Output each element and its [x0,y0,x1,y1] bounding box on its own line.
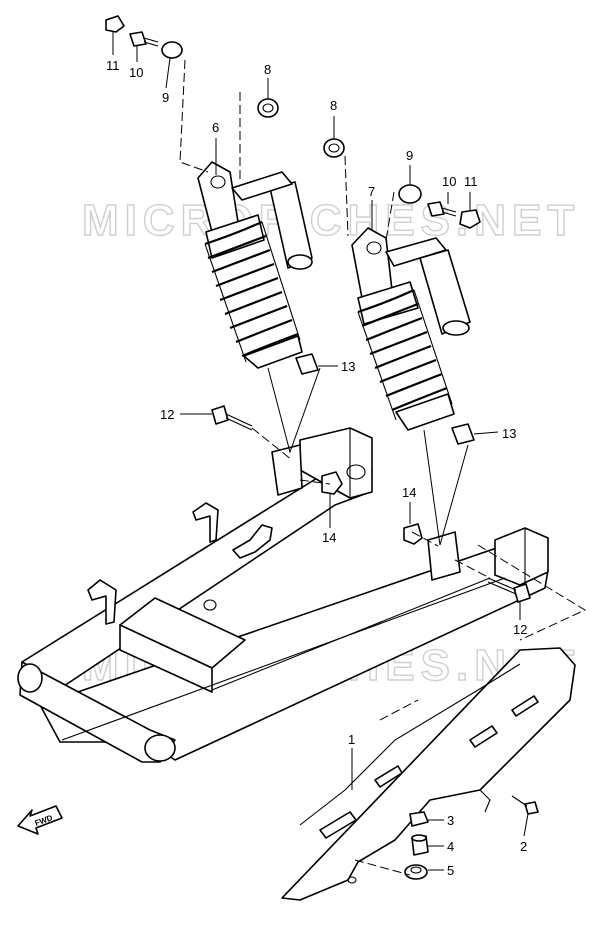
rear-shock-absorber-left[interactable] [197,161,313,369]
chain-case-bolt[interactable] [511,795,539,815]
callout-6: 6 [212,120,219,135]
cap-nut-right[interactable] [459,209,481,229]
shock-bolt-left[interactable] [211,405,253,431]
callout-4: 4 [447,839,454,854]
callout-2: 2 [520,839,527,854]
leader-lines [112,32,529,871]
bushing-right[interactable] [323,138,345,158]
callout-11-right: 11 [464,174,478,189]
washer-right[interactable] [398,184,422,204]
nut-left[interactable] [321,471,343,495]
callout-12-left: 12 [160,407,174,422]
callout-8-right: 8 [330,98,337,113]
callout-13-left: 13 [341,359,355,374]
bushing-left[interactable] [257,98,279,118]
watermark-top: MICROFICHES.NET [82,196,580,245]
collar-right[interactable] [451,423,475,445]
cap-nut-left[interactable] [105,15,125,33]
assembly-lines [179,59,587,876]
callout-3: 3 [447,813,454,828]
callout-8-left: 8 [264,62,271,77]
callout-9-right: 9 [406,148,413,163]
chain-case[interactable] [281,647,576,901]
callout-numbers: 11 10 9 8 6 8 7 9 10 11 13 13 12 14 14 1… [106,58,527,878]
callout-14-left: 14 [322,530,336,545]
callout-5: 5 [447,863,454,878]
callout-14-right: 14 [402,485,416,500]
swingarm[interactable] [17,427,549,763]
rear-shock-absorber-right[interactable] [351,227,471,431]
callout-10-right: 10 [442,174,456,189]
bolt-right[interactable] [427,201,457,217]
washer-left[interactable] [161,41,183,59]
chain-case-grommet[interactable] [404,864,428,880]
chain-case-spacer[interactable] [411,834,429,856]
callout-12-right: 12 [513,622,527,637]
shock-bolt-right[interactable] [487,577,531,603]
callout-11-left: 11 [106,58,120,73]
bolt-left[interactable] [129,31,159,47]
callout-9-left: 9 [162,90,169,105]
callout-1: 1 [348,732,355,747]
forward-direction-arrow: FWD [17,805,63,835]
callout-10-left: 10 [129,65,143,80]
chain-case-screw[interactable] [409,811,429,827]
callout-7: 7 [368,184,375,199]
callout-13-right: 13 [502,426,516,441]
collar-left[interactable] [295,353,319,375]
nut-right[interactable] [403,523,423,545]
